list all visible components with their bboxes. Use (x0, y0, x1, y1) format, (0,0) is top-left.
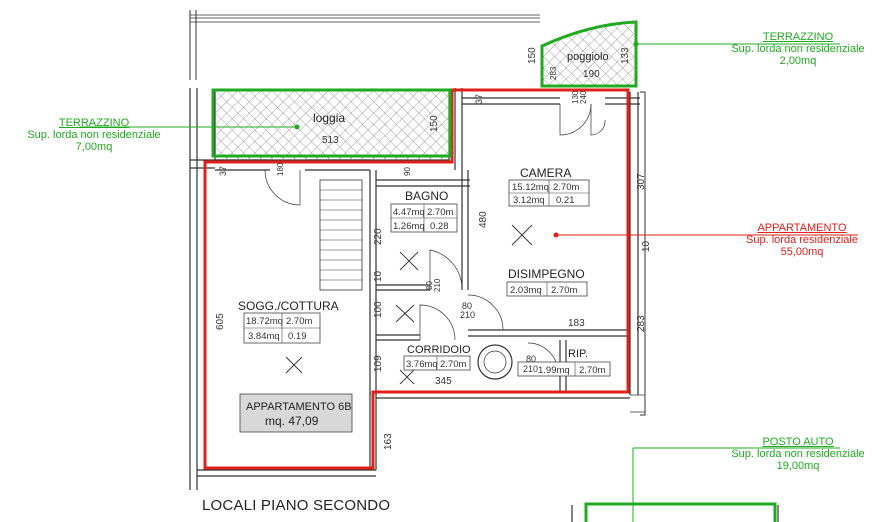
dim-345: 345 (435, 376, 452, 387)
callout-subtitle: Sup. lorda non residenziale (731, 43, 865, 55)
rip-height: 2.70m (579, 365, 605, 376)
callout-value: 2,00mq (779, 55, 817, 67)
dim-210-b: 210 (433, 278, 442, 292)
bagno-height: 2.70m (427, 207, 453, 218)
camera-area: 15.12mq (512, 182, 549, 193)
dim-180: 180 (276, 162, 285, 176)
camera-ratio: 0.21 (556, 195, 575, 206)
dim-190: 190 (583, 69, 600, 80)
dim-80-b: 80 (425, 281, 434, 290)
poggiolo-hatch-cross (543, 22, 634, 86)
disimpegno-area: 2.03mq (510, 285, 542, 296)
callout-posto-auto: POSTO AUTO Sup. lorda non residenziale 1… (716, 436, 880, 472)
callout-value: 7,00mq (75, 141, 113, 153)
dim-37-a: 37 (474, 94, 484, 104)
callout-title: POSTO AUTO (762, 436, 834, 448)
bagno-ratio: 0.28 (430, 221, 449, 232)
posto-auto-outline (584, 502, 777, 522)
dim-150-top: 150 (527, 47, 538, 64)
corridoio-height: 2.70m (440, 359, 466, 370)
room-label-rip: RIP. (568, 348, 588, 360)
room-label-camera: CAMERA (520, 166, 571, 180)
poggiolo-outline (540, 20, 638, 88)
dim-307: 307 (636, 173, 647, 190)
room-label-soggiorno: SOGG./COTTURA (238, 299, 339, 313)
dim-210-a: 210 (460, 310, 475, 320)
room-label-disimpegno: DISIMPEGNO (508, 267, 585, 281)
dim-80-c: 80 (526, 354, 536, 364)
dim-10-b: 10 (641, 240, 652, 252)
callout-title: TERRAZZINO (58, 117, 130, 129)
callout-subtitle: Sup. lorda non residenziale (731, 448, 865, 460)
soggiorno-window: 3.84mq (248, 331, 280, 342)
disimpegno-height: 2.70m (551, 285, 577, 296)
camera-height: 2.70m (553, 182, 579, 193)
corridoio-area: 3.76mq (406, 359, 438, 370)
dim-183: 183 (568, 318, 585, 329)
room-label-bagno: BAGNO (405, 189, 448, 203)
callout-subtitle: Sup. lorda residenziale (746, 234, 858, 246)
plan-walls (189, 10, 779, 522)
dim-133: 133 (620, 47, 631, 64)
dim-220: 220 (373, 228, 384, 245)
room-label-poggiolo: poggiolo (567, 51, 609, 63)
room-label-corridoio: CORRIDOIO (407, 344, 471, 356)
dim-283-small: 283 (549, 66, 558, 80)
dim-90: 90 (403, 167, 412, 176)
dim-240: 240 (579, 90, 588, 104)
bagno-area: 4.47mq (393, 207, 425, 218)
dim-605: 605 (215, 313, 226, 330)
room-label-loggia: loggia (313, 111, 345, 125)
soggiorno-ratio: 0.19 (288, 331, 307, 342)
callout-appartamento: APPARTAMENTO Sup. lorda residenziale 55,… (722, 222, 882, 258)
dim-80-a: 80 (462, 301, 472, 311)
dim-10-a: 10 (373, 270, 384, 282)
soggiorno-area: 18.72mq (246, 316, 283, 327)
dim-109: 109 (373, 355, 384, 372)
rip-area: 1.99mq (538, 365, 570, 376)
callout-value: 55,00mq (780, 246, 824, 258)
callout-terrazzino-right: TERRAZZINO Sup. lorda non residenziale 2… (716, 31, 880, 67)
leader-lines (80, 41, 858, 522)
callout-subtitle: Sup. lorda non residenziale (27, 129, 161, 141)
dim-130: 130 (571, 90, 580, 104)
unit-name: APPARTAMENTO 6B (246, 401, 352, 413)
dim-283: 283 (636, 315, 647, 332)
dim-480: 480 (478, 211, 489, 228)
callout-terrazzino-left: TERRAZZINO Sup. lorda non residenziale 7… (12, 117, 176, 153)
loggia-outline (211, 88, 452, 158)
dim-513: 513 (322, 135, 339, 146)
dim-163: 163 (383, 433, 394, 450)
unit-area: mq. 47,09 (265, 414, 319, 428)
page-title: LOCALI PIANO SECONDO (202, 497, 391, 514)
callout-value: 19,00mq (776, 460, 820, 472)
bagno-window: 1.26mq (393, 221, 425, 232)
dim-150-loggia: 150 (429, 115, 440, 132)
appartamento-outline (203, 88, 630, 470)
dim-37-b: 37 (218, 166, 228, 176)
dim-210-c: 210 (523, 364, 538, 374)
camera-window: 3.12mq (513, 195, 545, 206)
dim-100: 100 (373, 301, 384, 318)
callout-title: APPARTAMENTO (757, 222, 847, 234)
callout-title: TERRAZZINO (762, 31, 834, 43)
soggiorno-height: 2.70m (286, 316, 312, 327)
loggia-hatch-cross (215, 90, 449, 160)
